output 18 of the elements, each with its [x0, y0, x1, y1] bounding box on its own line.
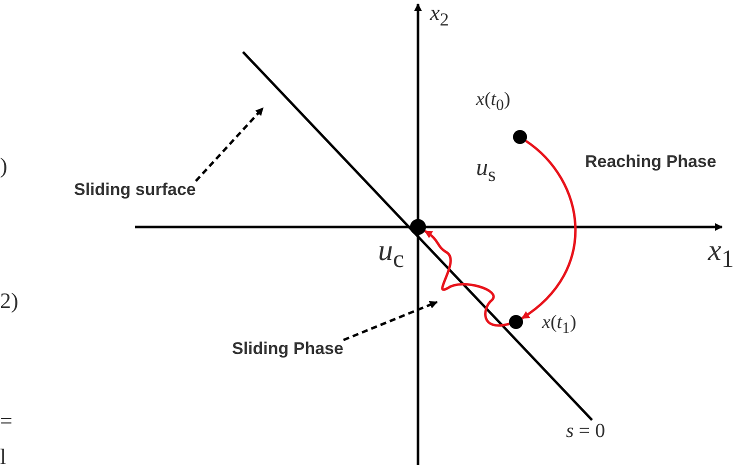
edge-label: u$_{c}$ [378, 236, 404, 272]
line-label: s = 0 [566, 421, 606, 441]
point-label: x(t$_{1}$) [542, 313, 576, 337]
trajectory-arrow [424, 230, 510, 327]
axis-label: x$_{2}$ [430, 2, 449, 29]
leader-line [194, 107, 264, 182]
edge-label: Reaching Phase [585, 153, 716, 170]
annotation-text: Sliding surface [74, 181, 196, 198]
text-fragment: 2) [0, 290, 18, 312]
axis-label: x$_{1}$ [708, 236, 734, 272]
annotation-text: Sliding Phase [232, 340, 344, 357]
text-fragment: l [0, 446, 6, 465]
text-fragment: = [0, 410, 12, 432]
point-label: x(t$_{0}$) [476, 90, 510, 114]
trajectory-arrow [521, 140, 577, 320]
text-fragment: ) [0, 155, 8, 177]
point-label: u$_{s}$ [476, 156, 496, 185]
leader-line [343, 300, 438, 342]
